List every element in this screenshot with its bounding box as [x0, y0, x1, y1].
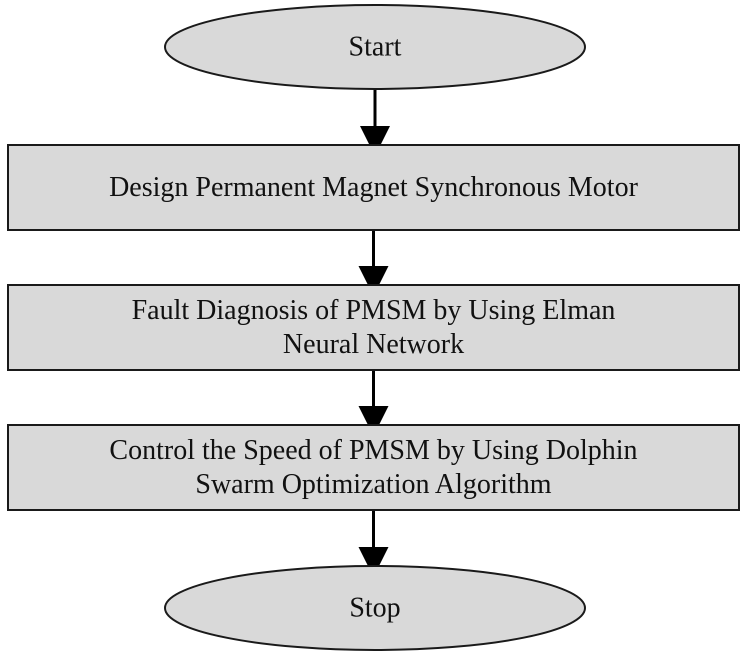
edges	[358, 89, 390, 577]
node-label: Neural Network	[283, 329, 464, 360]
node-stop: Stop	[164, 565, 586, 651]
node-control: Control the Speed of PMSM by Using Dolph…	[7, 424, 740, 511]
node-label: Design Permanent Magnet Synchronous Moto…	[109, 172, 638, 203]
process-box	[7, 424, 740, 511]
terminator-shape	[164, 4, 586, 90]
process-box	[7, 284, 740, 371]
node-label: Swarm Optimization Algorithm	[195, 469, 551, 500]
process-box	[7, 144, 740, 231]
node-design: Design Permanent Magnet Synchronous Moto…	[7, 144, 740, 231]
node-label: Control the Speed of PMSM by Using Dolph…	[109, 435, 637, 466]
node-label: Stop	[349, 593, 400, 624]
node-label: Fault Diagnosis of PMSM by Using Elman	[132, 295, 616, 326]
node-start: Start	[164, 4, 586, 90]
terminator-shape	[164, 565, 586, 651]
node-fault: Fault Diagnosis of PMSM by Using ElmanNe…	[7, 284, 740, 371]
node-label: Start	[349, 32, 402, 63]
